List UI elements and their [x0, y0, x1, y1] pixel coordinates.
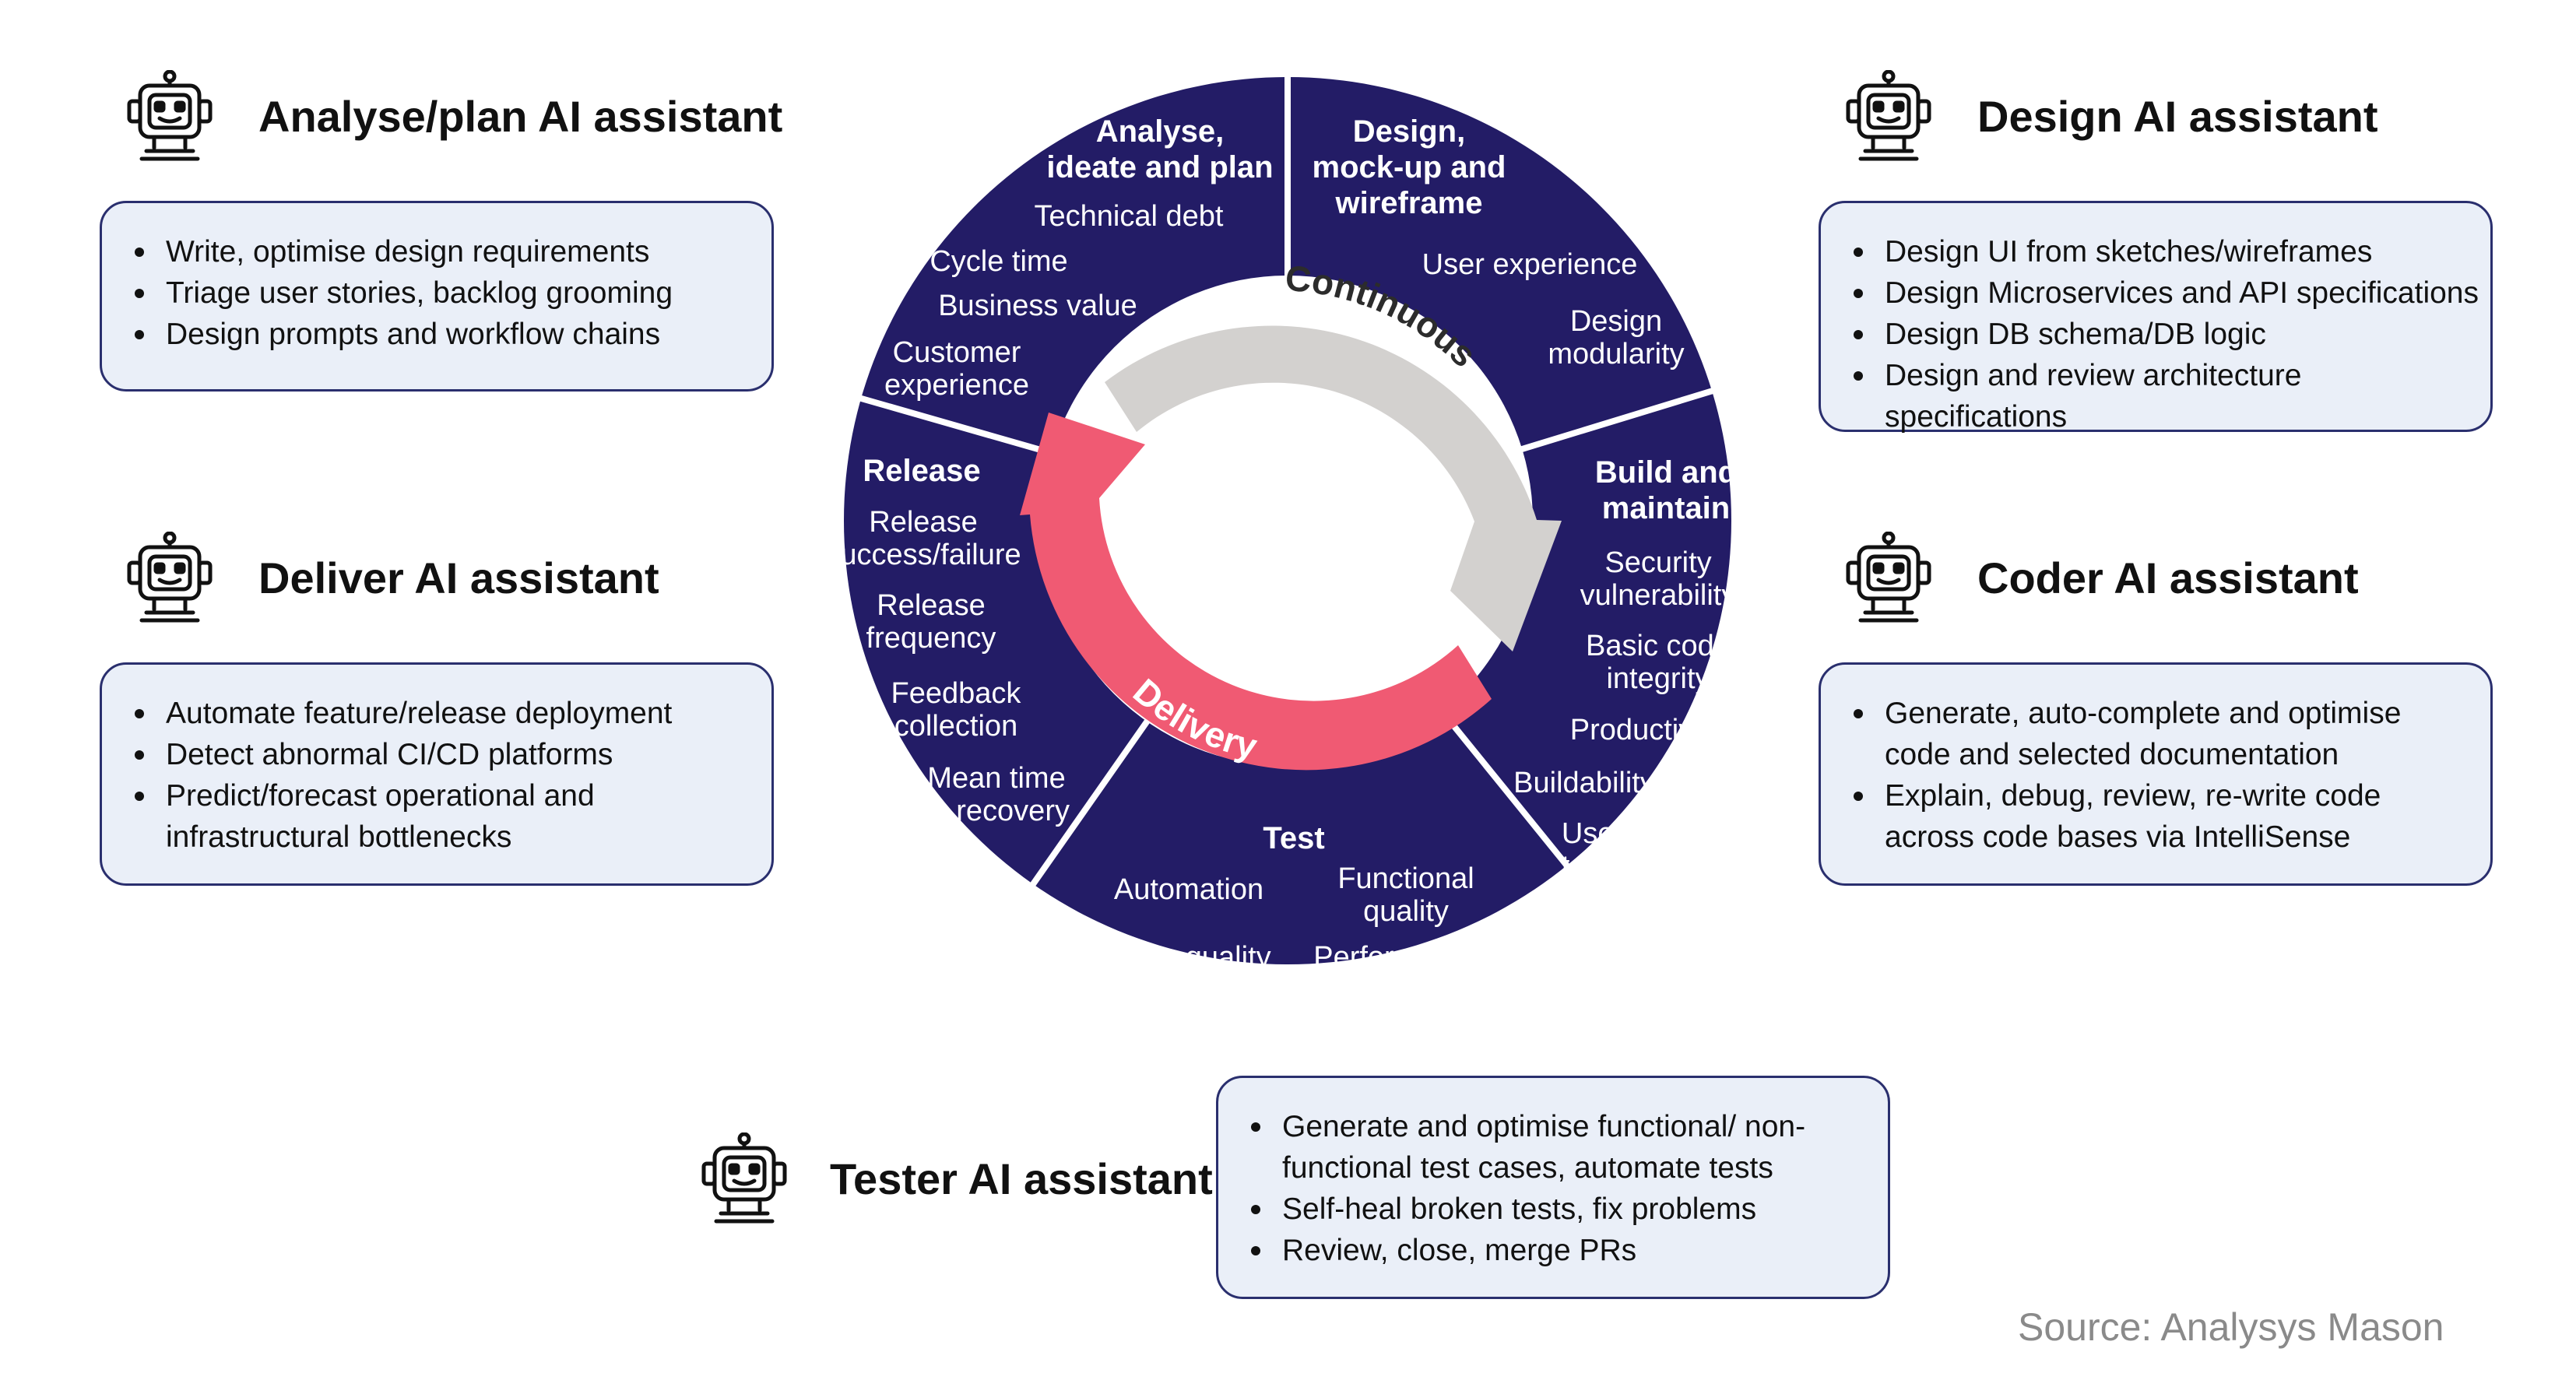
assistant-title: Tester AI assistant	[830, 1154, 1213, 1203]
segment-item: Productivity	[1570, 714, 1723, 746]
segment-heading: Test	[1263, 821, 1324, 855]
bullet-item: Predict/forecast operational and infrast…	[102, 775, 753, 858]
bullet-item: Self-heal broken tests, fix problems	[1218, 1189, 1875, 1230]
cycle-arrows	[1020, 325, 1562, 771]
bullet-item: Review, close, merge PRs	[1218, 1230, 1875, 1271]
bullet-item: Automate feature/release deployment	[102, 693, 753, 734]
segment-item: Code quality	[1106, 941, 1270, 974]
segment-item: Business value	[938, 290, 1137, 322]
segment-heading: Release	[863, 454, 980, 488]
bullet-item: Detect abnormal CI/CD platforms	[102, 734, 753, 775]
segment-item: Performance	[1313, 941, 1483, 974]
assistant-box: Generate and optimise functional/ non-fu…	[1216, 1076, 1890, 1299]
segment-item: Automation	[1114, 873, 1263, 906]
assistant-box: Write, optimise design requirements Tria…	[100, 201, 774, 392]
assistant-box: Generate, auto-complete and optimise cod…	[1819, 662, 2493, 886]
bullet-item: Generate, auto-complete and optimise cod…	[1821, 693, 2444, 775]
assistant-box: Design UI from sketches/wireframes Desig…	[1819, 201, 2493, 434]
bullet-item: Write, optimise design requirements	[102, 231, 771, 272]
bullet-item: Design Microservices and API specificati…	[1821, 272, 2490, 314]
bullet-item: Generate and optimise functional/ non-fu…	[1218, 1106, 1875, 1189]
assistant-title: Coder AI assistant	[1977, 553, 2359, 602]
source-note: Source: Analysys Mason	[2018, 1305, 2444, 1349]
segment-item: Cycle time	[930, 245, 1067, 278]
assistant-title: Analyse/plan AI assistant	[258, 92, 783, 141]
segment-item: Buildability	[1513, 767, 1655, 799]
segment-item: User experience	[1422, 248, 1638, 281]
bullet-item: Triage user stories, backlog grooming	[102, 272, 771, 314]
assistant-box: Automate feature/release deployment Dete…	[100, 662, 774, 886]
segment-heading: Analyse,ideate and plan	[1046, 114, 1273, 184]
bullet-item: Design DB schema/DB logic	[1821, 314, 2490, 355]
continuous-arrow	[1105, 325, 1562, 651]
bullet-item: Design and review architecture specifica…	[1821, 355, 2490, 437]
assistant-title: Design AI assistant	[1977, 92, 2378, 141]
bullet-item: Explain, debug, review, re-write code ac…	[1821, 775, 2444, 858]
bullet-item: Design prompts and workflow chains	[102, 314, 771, 355]
delivery-arrow	[1020, 413, 1492, 771]
assistant-title: Deliver AI assistant	[258, 553, 659, 602]
bullet-item: Design UI from sketches/wireframes	[1821, 231, 2490, 272]
segment-item: Technical debt	[1035, 200, 1224, 233]
